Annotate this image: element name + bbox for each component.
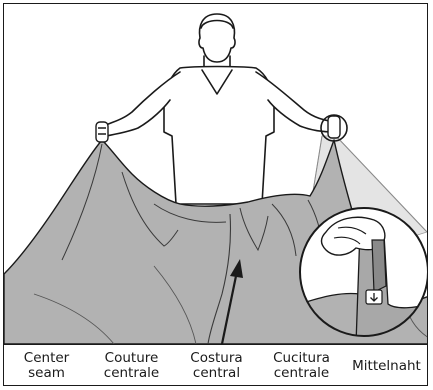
label-italian: Cucitura centrale [259, 345, 344, 386]
label-spanish-line2: central [190, 366, 242, 381]
label-english: Center seam [4, 345, 89, 386]
instruction-illustration [4, 4, 428, 344]
label-french-line1: Couture [104, 351, 159, 366]
label-spanish: Costura central [174, 345, 259, 386]
label-french: Couture centrale [89, 345, 174, 386]
label-italian-line1: Cucitura [273, 351, 330, 366]
person-illustration [104, 14, 334, 204]
label-tag [366, 290, 382, 304]
illustration-frame: Center seam Couture centrale Costura cen… [3, 3, 428, 386]
label-english-line1: Center [24, 351, 69, 366]
label-german-line1: Mittelnaht [352, 359, 421, 374]
left-hand [96, 122, 108, 142]
label-spanish-line1: Costura [190, 351, 242, 366]
label-english-line2: seam [24, 366, 69, 381]
label-italian-line2: centrale [273, 366, 330, 381]
seam-label-row: Center seam Couture centrale Costura cen… [4, 344, 428, 386]
label-french-line2: centrale [104, 366, 159, 381]
label-german: Mittelnaht [344, 345, 428, 386]
